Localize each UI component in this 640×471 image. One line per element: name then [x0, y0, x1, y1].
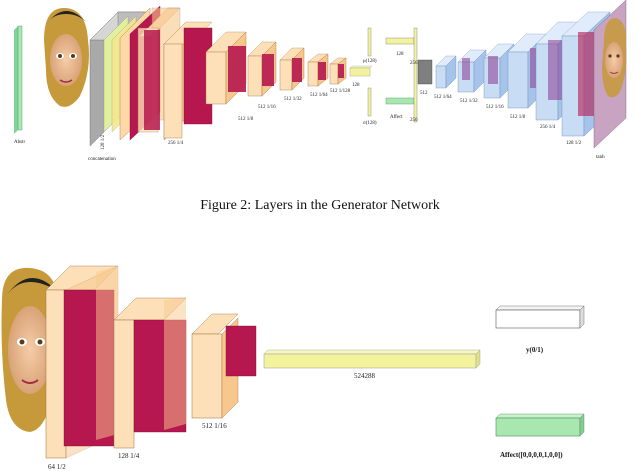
- encoder-block-1: [103, 5, 181, 141]
- flatten-label: 128: [352, 83, 360, 88]
- affect-output-label: Affect([0,0,0,0,1,0,0]): [500, 451, 563, 459]
- y-label: y(0/1): [526, 346, 544, 354]
- output-label: tanh: [596, 155, 605, 160]
- encoder-block-5: [279, 47, 305, 91]
- latent-vector: [385, 37, 415, 45]
- encoder-block-4: [247, 41, 277, 97]
- generator-network: Abstr concatenation 128 1: [14, 0, 627, 162]
- disc-size-label-2: 128 1/4: [118, 452, 140, 460]
- size-label-1: 128 1/2: [101, 134, 106, 150]
- decoder-label-4: 512 1/8: [510, 115, 526, 120]
- size-label-5: 512 1/32: [284, 97, 302, 102]
- decoder-block-1: [435, 55, 457, 89]
- decoder-label-2: 512 1/32: [460, 99, 478, 104]
- sigma-label: σ(128): [363, 121, 377, 126]
- input-face-image: [44, 8, 89, 107]
- disc-flatten-label: 524288: [354, 372, 376, 380]
- concat-vector-label-2: 256: [410, 118, 418, 123]
- discriminator-network: 64 1/2 128 1/4 512 1/16 524288: [1, 265, 585, 471]
- disc-block-2: [113, 297, 187, 449]
- size-label-3: 512 1/8: [238, 117, 254, 122]
- affect-output-vector: [495, 413, 585, 437]
- concat-vector-label: 256: [410, 61, 418, 66]
- sigma-vector: [367, 87, 372, 117]
- input-label: Abstr: [14, 140, 25, 145]
- mu-vector: [367, 27, 372, 57]
- discriminator-input-face: [1, 267, 60, 432]
- encoder-block-7: [329, 57, 347, 85]
- disc-flatten-layer: [263, 349, 481, 369]
- reshape-label: 512: [420, 91, 428, 96]
- affect-vector: [385, 97, 415, 105]
- encoder-block-3: [205, 31, 247, 105]
- disc-block-1: [45, 265, 119, 459]
- encoder-block-2: [163, 21, 213, 141]
- decoder-block-2: [457, 49, 487, 93]
- decoder-label-3: 512 1/16: [486, 105, 504, 110]
- abstract-input-layer: [14, 25, 23, 134]
- decoder-label-5: 256 1/4: [540, 125, 556, 130]
- reshape-block: [417, 59, 433, 85]
- disc-block-3: [191, 313, 257, 419]
- disc-size-label-3: 512 1/16: [202, 422, 227, 430]
- y-output-vector: [495, 305, 585, 329]
- concat-vector: [413, 27, 418, 123]
- size-label-2: 256 1/4: [168, 141, 184, 146]
- disc-size-label-1: 64 1/2: [48, 463, 66, 471]
- size-label-6: 512 1/64: [310, 93, 328, 98]
- mu-label: μ(128): [363, 59, 377, 64]
- latent-label: 128: [396, 52, 404, 57]
- size-label-4: 512 1/16: [258, 105, 276, 110]
- figure-caption: Figure 2: Layers in the Generator Networ…: [200, 198, 439, 213]
- decoder-label-6: 128 1/2: [566, 141, 582, 146]
- decoder-label-1: 512 1/64: [434, 95, 452, 100]
- concat-label: concatenation: [88, 157, 116, 162]
- flatten-layer: [349, 65, 373, 77]
- output-layer: [593, 0, 627, 149]
- affect-label: Affect: [390, 115, 403, 120]
- size-label-7: 512 1/128: [330, 89, 351, 94]
- encoder-block-6: [307, 53, 329, 87]
